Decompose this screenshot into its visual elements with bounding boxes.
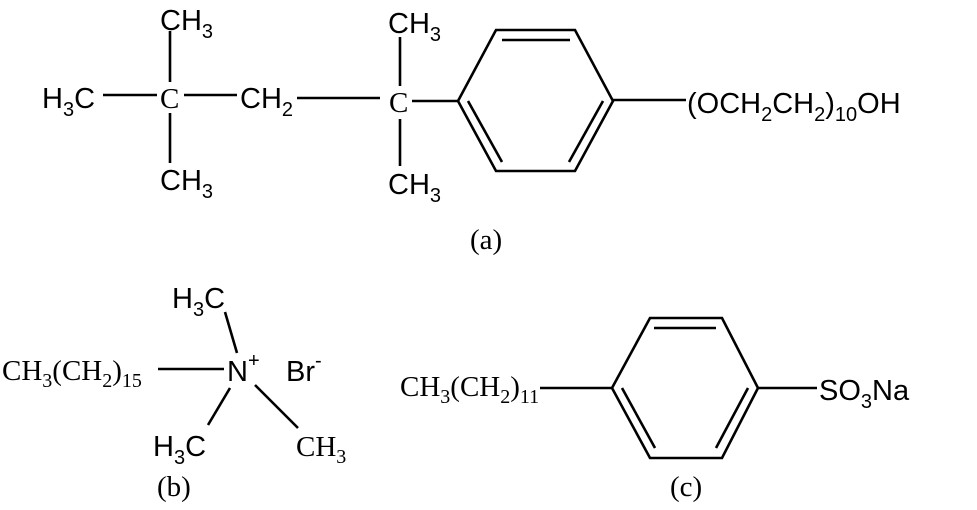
- bottom-left-methyl: H3C: [153, 431, 206, 469]
- top-methyl: H3C: [172, 283, 225, 321]
- bond: [223, 311, 239, 354]
- benzene-ring: [456, 28, 615, 173]
- nitrogen-cation: N+: [227, 350, 260, 388]
- ethoxylate-chain: (OCH2CH2)10OH: [687, 88, 901, 126]
- top-methyl-2: CH3: [388, 8, 441, 46]
- label-a: (a): [470, 224, 502, 256]
- benzene-ring: [610, 316, 760, 460]
- bottom-methyl-2: CH3: [388, 169, 441, 207]
- bottom-right-methyl: CH3: [296, 431, 346, 468]
- label-c: (c): [670, 471, 702, 503]
- structure-a: H3C C CH3 CH3 CH2 C CH3 CH3 (OCH2CH2)10O…: [42, 5, 901, 256]
- sulfonate-group: SO3Na: [819, 375, 910, 413]
- alkyl-chain-c12: CH3(CH2)11: [400, 371, 539, 408]
- left-methyl: H3C: [42, 83, 95, 121]
- bottom-methyl-1: CH3: [160, 165, 213, 203]
- top-methyl-1: CH3: [160, 5, 213, 43]
- bond: [206, 387, 232, 426]
- label-b: (b): [157, 471, 191, 503]
- alkyl-chain-c16: CH3(CH2)15: [2, 355, 142, 392]
- quaternary-carbon-2: C: [389, 87, 408, 119]
- structure-c: CH3(CH2)11 SO3Na (c): [400, 316, 910, 503]
- structure-b: CH3(CH2)15 N+ Br- H3C H3C CH3 (b): [2, 283, 346, 503]
- methylene: CH2: [240, 83, 293, 121]
- bromide-anion: Br-: [286, 350, 322, 388]
- bond: [254, 384, 299, 429]
- quaternary-carbon-1: C: [160, 83, 179, 115]
